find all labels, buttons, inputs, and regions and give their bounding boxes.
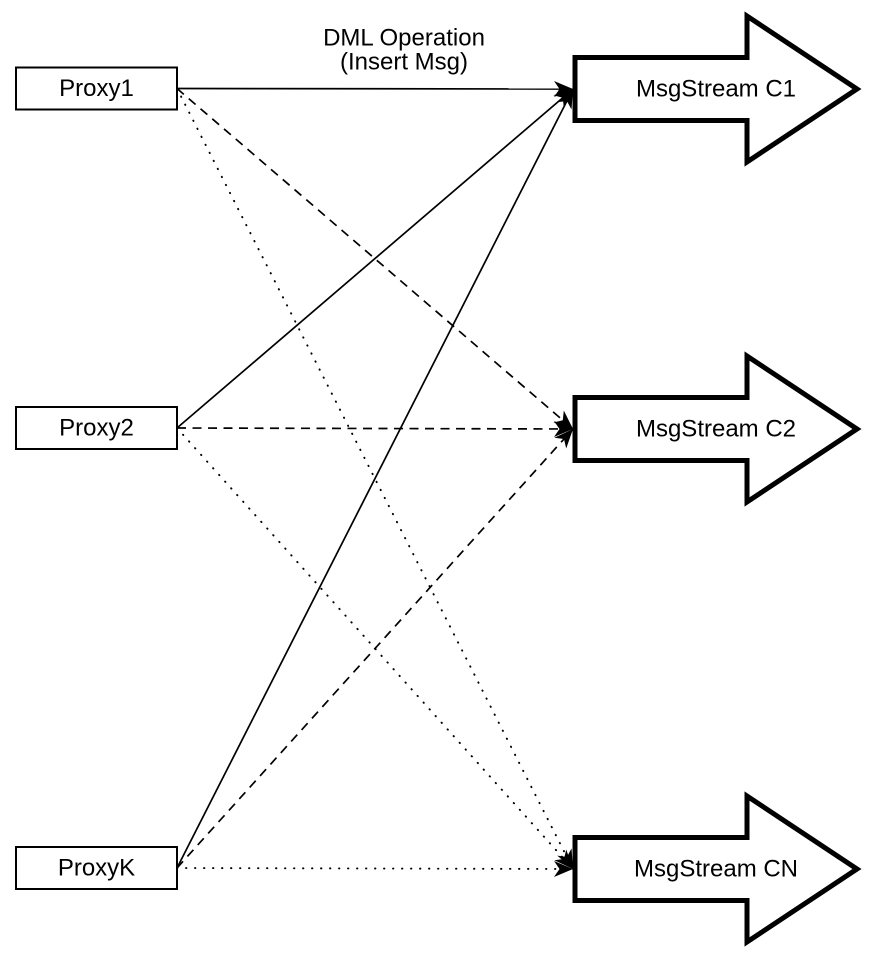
proxy-node-proxy2: Proxy2 bbox=[15, 406, 178, 450]
stream-node-c2: MsgStream C2 bbox=[572, 351, 862, 507]
proxy1-box bbox=[15, 66, 178, 111]
diagram-title-line1: DML Operation bbox=[323, 25, 485, 52]
edges-layer bbox=[176, 80, 574, 877]
proxy-node-proxyk: ProxyK bbox=[15, 846, 178, 890]
msgstream-c2-label: MsgStream C2 bbox=[636, 416, 796, 443]
stream-node-cn: MsgStream CN bbox=[572, 791, 862, 947]
edge-proxy2-cn bbox=[176, 427, 574, 870]
proxyk-label: ProxyK bbox=[58, 855, 135, 882]
edge-proxy2-c1 bbox=[176, 88, 574, 429]
msgstream-c2-arrow-shape bbox=[572, 351, 862, 507]
edge-proxy1-c2 bbox=[176, 87, 574, 430]
msgstream-cn-arrow-shape bbox=[572, 791, 862, 947]
proxy2-box bbox=[15, 406, 178, 450]
msgstream-c1-label: MsgStream C1 bbox=[636, 76, 796, 103]
edge-proxyk-cn bbox=[176, 860, 574, 877]
edge-proxy1-cn bbox=[176, 87, 574, 870]
edge-proxyk-c1 bbox=[176, 88, 574, 869]
proxyk-box bbox=[15, 846, 178, 890]
msgstream-cn-label: MsgStream CN bbox=[634, 856, 798, 883]
diagram-title-line2: (Insert Msg) bbox=[340, 49, 468, 76]
stream-node-c1: MsgStream C1 bbox=[572, 11, 862, 167]
proxy2-label: Proxy2 bbox=[59, 415, 134, 442]
proxy1-label: Proxy1 bbox=[59, 75, 134, 102]
edge-proxy2-c2 bbox=[176, 420, 574, 437]
msgstream-c1-arrow-shape bbox=[572, 11, 862, 167]
proxy-node-proxy1: Proxy1 bbox=[15, 66, 178, 111]
edge-proxy1-c1 bbox=[176, 80, 574, 97]
